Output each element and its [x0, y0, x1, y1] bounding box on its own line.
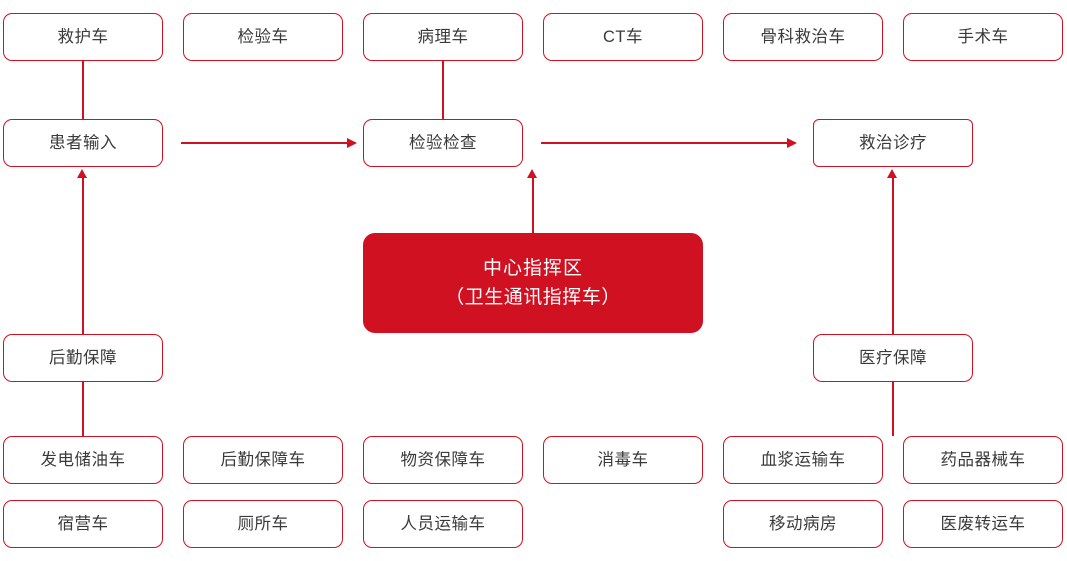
node-label: 人员运输车: [400, 514, 486, 533]
node-label: 物资保障车: [400, 450, 486, 469]
connector-medical-support-to-pharmaceutical: [892, 382, 894, 436]
connector-ambulance-to-patient-input: [82, 61, 84, 119]
node-medical-waste-vehicle[interactable]: 医废转运车: [903, 500, 1063, 548]
node-logistics-support[interactable]: 后勤保障: [3, 334, 163, 382]
node-label: 后勤保障车: [220, 450, 306, 469]
connector-logistics-support-to-patient-input: [82, 178, 84, 334]
node-orthopedic-rescue-vehicle[interactable]: 骨科救治车: [723, 13, 883, 61]
node-label: 救治诊疗: [859, 133, 927, 152]
node-label: 宿营车: [57, 514, 109, 533]
node-ct-vehicle[interactable]: CT车: [543, 13, 703, 61]
node-label: 血浆运输车: [760, 450, 846, 469]
node-pharmaceutical-equipment-vehicle[interactable]: 药品器械车: [903, 436, 1063, 484]
node-pathology-vehicle[interactable]: 病理车: [363, 13, 523, 61]
connector-logistics-support-to-power-fuel: [82, 382, 84, 436]
node-label: 移动病房: [769, 514, 837, 533]
node-examination[interactable]: 检验检查: [363, 119, 523, 167]
connector-examination-to-treatment: [541, 142, 787, 144]
node-personnel-transport-vehicle[interactable]: 人员运输车: [363, 500, 523, 548]
node-label: 后勤保障: [49, 348, 117, 367]
node-power-fuel-vehicle[interactable]: 发电储油车: [3, 436, 163, 484]
node-label: 手术车: [957, 27, 1009, 46]
node-supplies-vehicle[interactable]: 物资保障车: [363, 436, 523, 484]
node-medical-support[interactable]: 医疗保障: [813, 334, 973, 382]
node-label: 病理车: [417, 27, 469, 46]
central-command-line2: （卫生通讯指挥车）: [445, 287, 621, 308]
node-label: 患者输入: [49, 133, 117, 152]
node-logistics-vehicle[interactable]: 后勤保障车: [183, 436, 343, 484]
arrowhead-patient-input-to-examination: [347, 137, 357, 148]
node-toilet-vehicle[interactable]: 厕所车: [183, 500, 343, 548]
node-ambulance[interactable]: 救护车: [3, 13, 163, 61]
node-plasma-transport-vehicle[interactable]: 血浆运输车: [723, 436, 883, 484]
node-camping-vehicle[interactable]: 宿营车: [3, 500, 163, 548]
arrowhead-logistics-support-to-patient-input: [77, 169, 88, 178]
arrowhead-examination-to-treatment: [787, 137, 797, 148]
node-patient-input[interactable]: 患者输入: [3, 119, 163, 167]
node-label: 发电储油车: [40, 450, 126, 469]
central-command-line1: 中心指挥区: [482, 257, 583, 279]
arrowhead-medical-support-to-treatment: [887, 169, 898, 178]
node-disinfection-vehicle[interactable]: 消毒车: [543, 436, 703, 484]
node-label: 药品器械车: [940, 450, 1026, 469]
node-label: 检验车: [237, 27, 289, 46]
node-label: CT车: [603, 27, 643, 46]
connector-medical-support-to-treatment: [892, 178, 894, 334]
connector-pathology-to-examination: [442, 61, 444, 119]
node-label: 救护车: [57, 27, 109, 46]
arrowhead-center-to-examination: [527, 169, 538, 178]
node-label: 厕所车: [237, 514, 289, 533]
connector-patient-input-to-examination: [181, 142, 347, 144]
node-label: 消毒车: [597, 450, 649, 469]
node-label: 骨科救治车: [760, 27, 846, 46]
node-surgery-vehicle[interactable]: 手术车: [903, 13, 1063, 61]
node-label: 医废转运车: [940, 514, 1026, 533]
node-label: 检验检查: [409, 133, 477, 152]
node-central-command[interactable]: 中心指挥区 （卫生通讯指挥车）: [363, 233, 703, 333]
node-label: 医疗保障: [859, 348, 927, 367]
node-mobile-ward[interactable]: 移动病房: [723, 500, 883, 548]
node-treatment[interactable]: 救治诊疗: [813, 119, 973, 167]
connector-center-to-examination: [532, 178, 534, 233]
node-inspection-vehicle[interactable]: 检验车: [183, 13, 343, 61]
